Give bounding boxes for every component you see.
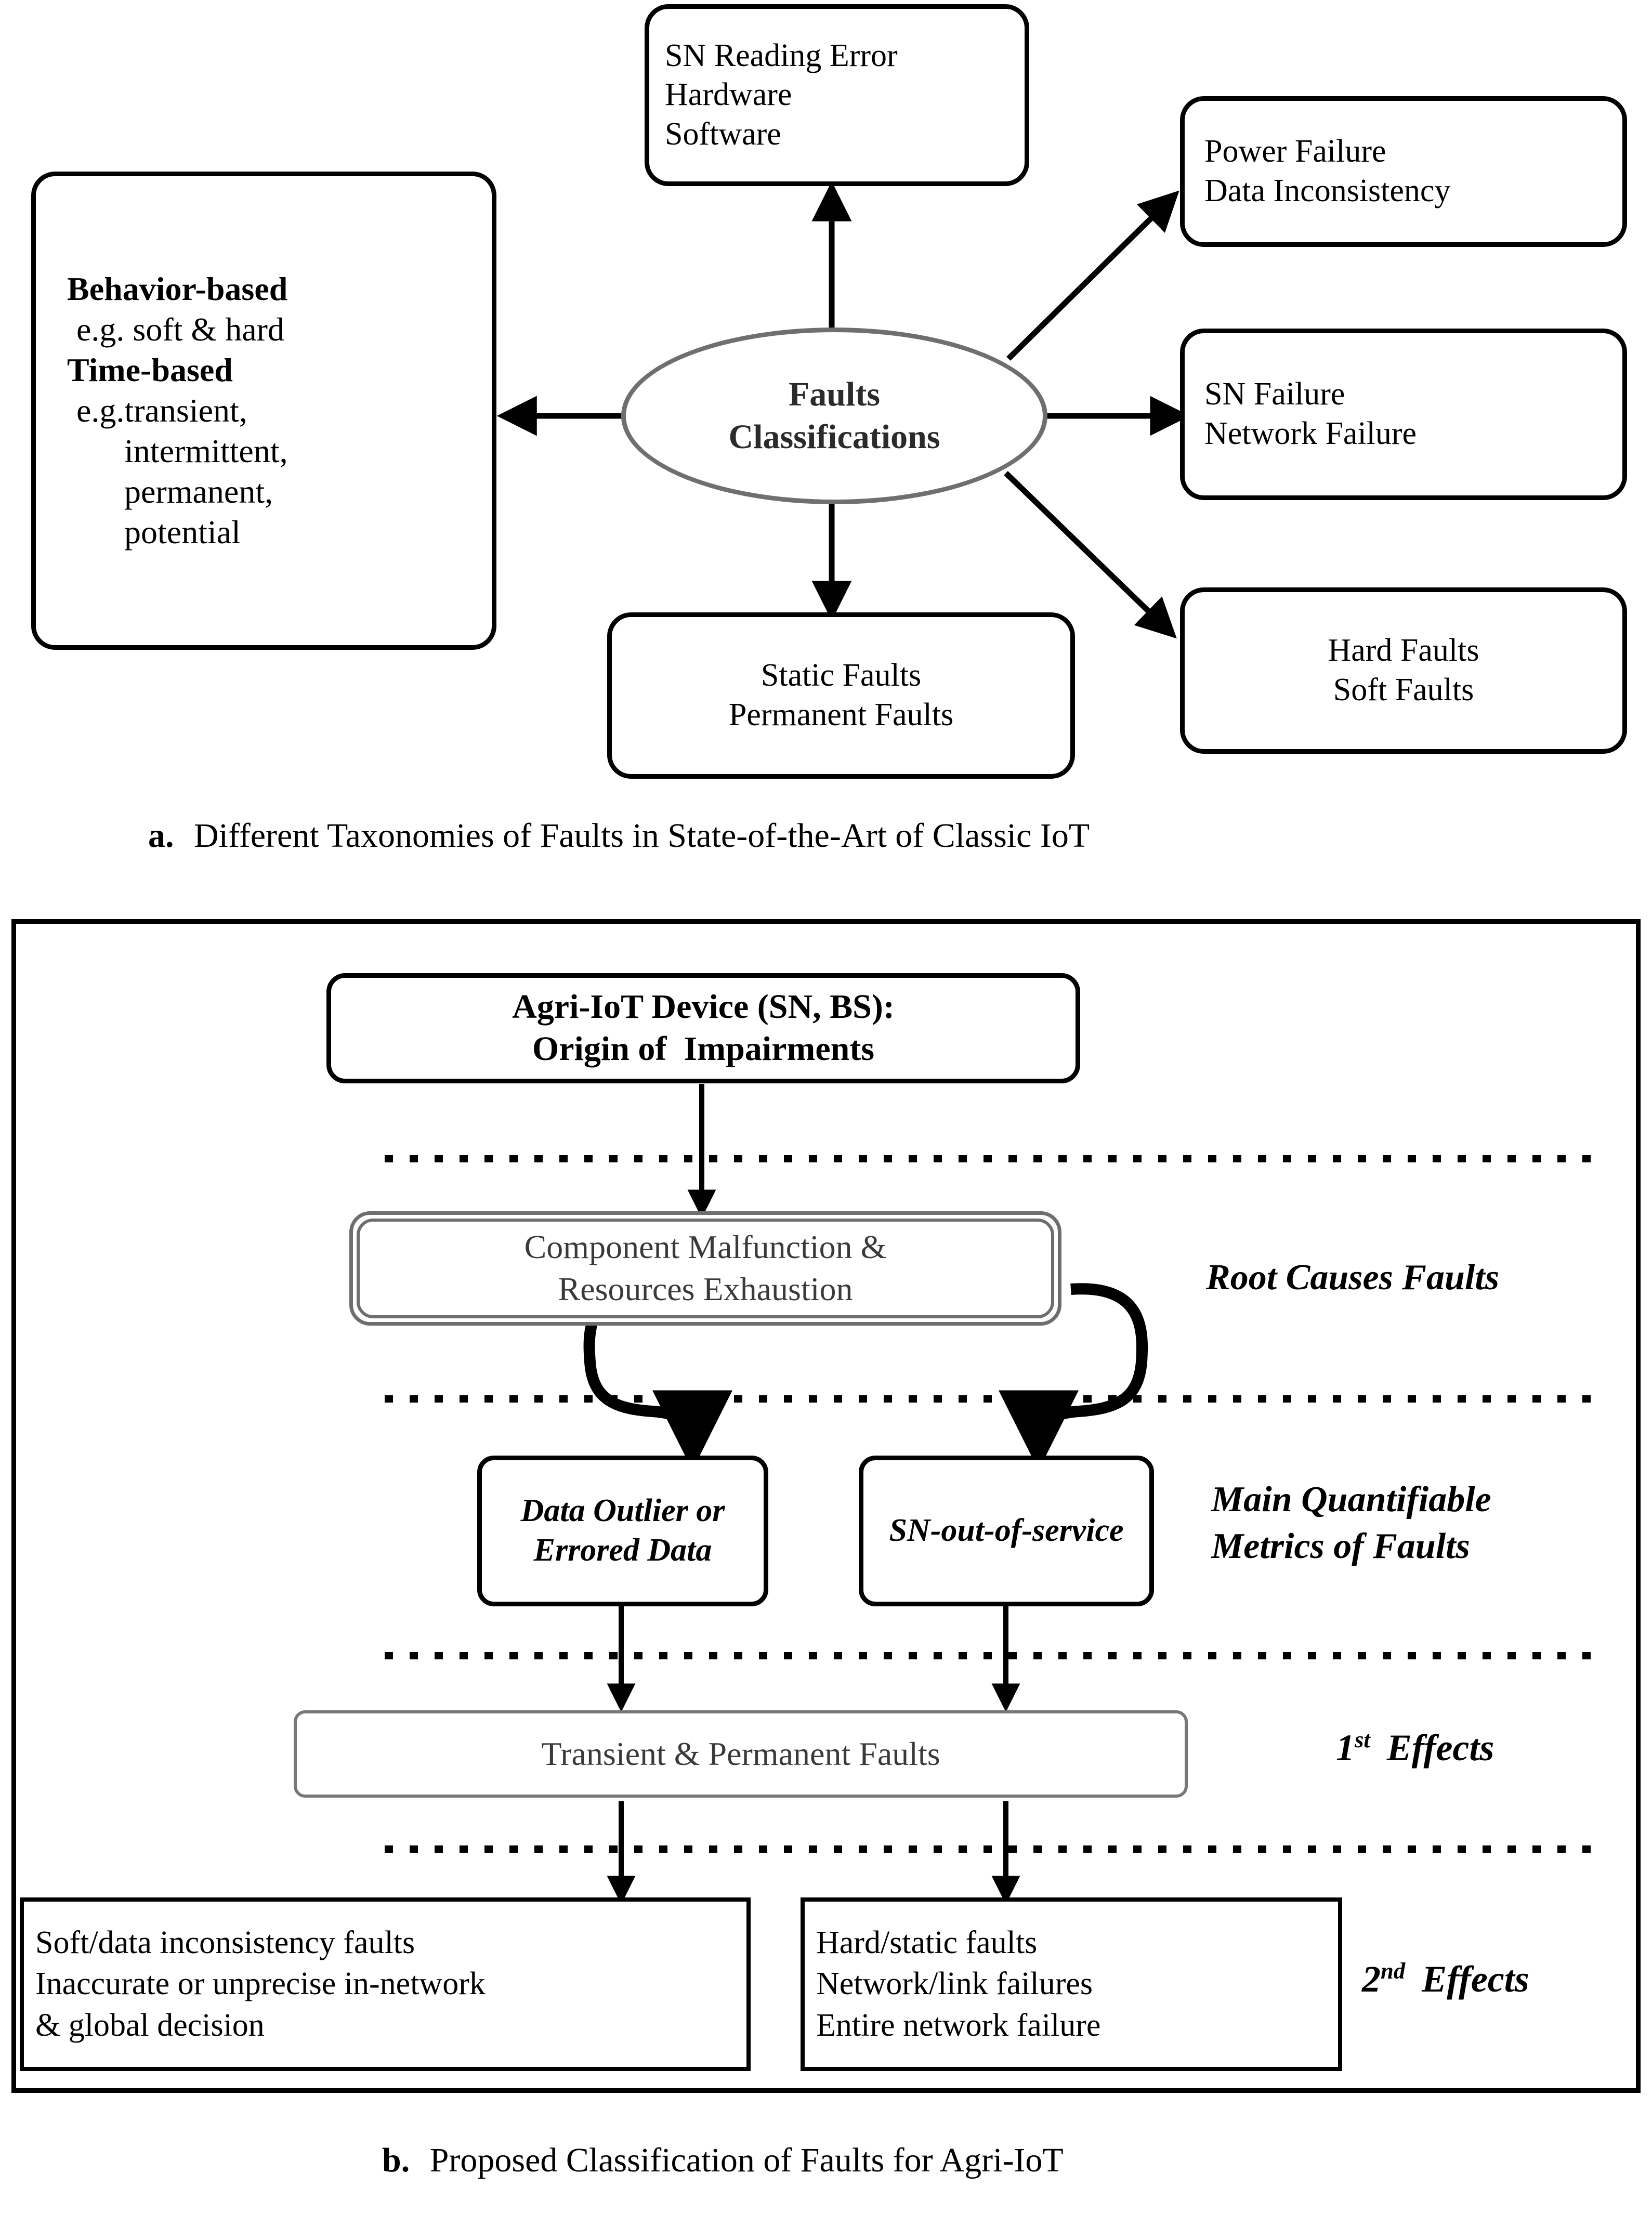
node-line: Hardware [665,77,792,113]
arrow-to-right-top-node [1006,190,1179,361]
layer-label-second-num: 2 [1362,1958,1381,2000]
panel-b-frame [11,919,1641,2093]
divider-dots-2 [385,1395,1596,1403]
layer-label-root-causes: Root Causes Faults [1206,1258,1500,1298]
layer-label-second-word: Effects [1422,1958,1529,2000]
caption-a: a. Different Taxonomies of Faults in Sta… [148,816,1090,856]
node-behavior-time-based[interactable]: Behavior-based e.g. soft & hard Time-bas… [31,172,496,650]
node-line: Power Failure [1204,134,1386,169]
node-line: Time-based [67,351,233,388]
node-line: intermittent, [124,433,288,470]
node-sn-reading-error[interactable]: SN Reading Error Hardware Software [645,4,1029,186]
layer-label-first-num: 1 [1336,1727,1355,1769]
layer-label-second-sup: nd [1381,1958,1406,1984]
node-faults-classifications[interactable]: Faults Classifications [621,328,1047,504]
node-line: Data Outlier or [520,1493,725,1529]
caption-b-text: Proposed Classification of Faults for Ag… [429,2141,1064,2179]
node-line: potential [124,514,241,551]
node-line: Behavior-based [67,270,288,307]
node-line: SN Failure [1204,376,1345,412]
divider-dots-3 [385,1652,1596,1659]
node-line: SN Reading Error [665,37,898,73]
node-line: e.g. soft & hard [76,310,284,348]
node-line: Permanent Faults [728,697,954,732]
caption-b-label: b. [382,2141,410,2179]
node-agri-iot-device[interactable]: Agri-IoT Device (SN, BS): Origin of Impa… [326,973,1080,1083]
node-line: Errored Data [533,1533,712,1568]
divider-dots-1 [385,1155,1596,1162]
node-line: SN-out-of-service [889,1513,1124,1549]
layer-label-metrics: Main Quantifiable Metrics of Faults [1211,1476,1491,1569]
node-line: & global decision [35,2007,265,2043]
layer-label-second-effects: 2nd Effects [1362,1957,1529,2001]
ellipse-line: Classifications [728,418,940,456]
layer-label-first-effects: 1st Effects [1336,1726,1494,1770]
arrow-to-right-bottom-node [1004,471,1177,639]
divider-dots-4 [385,1845,1596,1853]
node-sn-failure[interactable]: SN Failure Network Failure [1180,329,1627,500]
layer-label-metrics-line: Main Quantifiable [1211,1479,1491,1520]
layer-label-first-sup: st [1355,1726,1370,1752]
caption-a-text: Different Taxonomies of Faults in State-… [194,817,1090,855]
node-static-permanent-faults[interactable]: Static Faults Permanent Faults [607,612,1075,779]
node-hard-soft-faults[interactable]: Hard Faults Soft Faults [1180,587,1627,754]
node-sn-out-of-service[interactable]: SN-out-of-service [859,1456,1154,1606]
node-line: Software [665,116,781,152]
node-transient-permanent-faults[interactable]: Transient & Permanent Faults [294,1710,1188,1798]
node-line: Data Inconsistency [1204,173,1451,208]
layer-label-metrics-line: Metrics of Faults [1211,1526,1470,1566]
node-line: Agri-IoT Device (SN, BS): [512,988,895,1026]
node-soft-data-inconsistency[interactable]: Soft/data inconsistency faults Inaccurat… [20,1897,751,2071]
node-line: Resources Exhaustion [558,1271,853,1307]
node-line: Network/link failures [816,1966,1093,2002]
layer-label-first-word: Effects [1386,1727,1494,1769]
node-line: Transient & Permanent Faults [541,1735,940,1772]
node-line: Soft/data inconsistency faults [35,1924,415,1960]
node-line: Inaccurate or unprecise in-network [35,1966,486,2002]
node-line: e.g.transient, [76,391,247,429]
ellipse-line: Faults [788,375,881,413]
node-hard-static-faults[interactable]: Hard/static faults Network/link failures… [801,1897,1342,2071]
caption-a-label: a. [148,817,174,855]
node-component-malfunction[interactable]: Component Malfunction & Resources Exhaus… [349,1211,1061,1326]
node-line: Origin of Impairments [532,1030,875,1068]
node-line: Component Malfunction & [524,1228,887,1266]
node-data-outlier[interactable]: Data Outlier or Errored Data [477,1456,768,1606]
node-line: Hard Faults [1328,633,1479,669]
node-line: Entire network failure [816,2007,1101,2043]
node-line: Soft Faults [1333,672,1474,708]
node-line: permanent, [124,473,273,510]
node-power-failure[interactable]: Power Failure Data Inconsistency [1180,96,1627,247]
node-line: Hard/static faults [816,1924,1038,1960]
node-line: Network Failure [1204,416,1417,451]
caption-b: b. Proposed Classification of Faults for… [382,2141,1064,2180]
node-line: Static Faults [761,658,922,693]
